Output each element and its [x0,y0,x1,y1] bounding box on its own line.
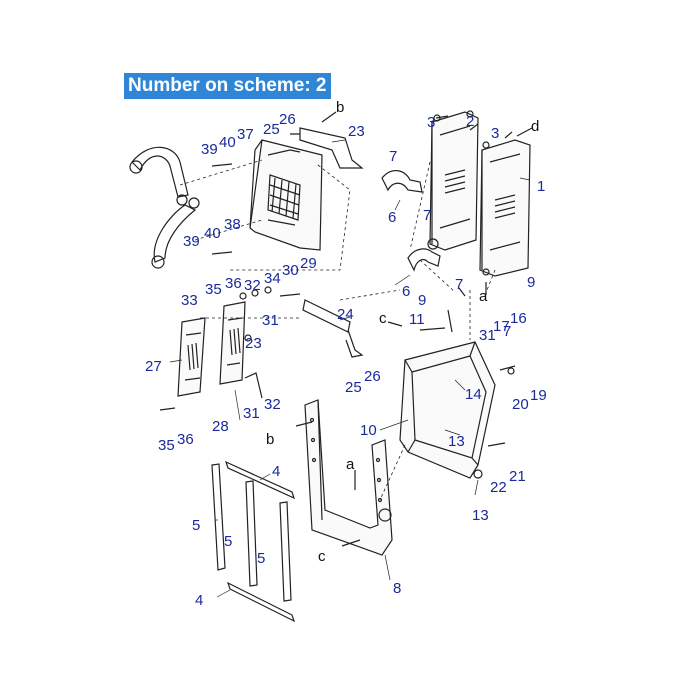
seal-strip-5-c [279,501,292,602]
connector-b: b [336,99,344,116]
callout-3: 3 [491,125,499,142]
callout-4: 4 [195,592,203,609]
callout-7: 7 [423,207,431,224]
callout-28: 28 [212,418,229,435]
callout-2: 2 [466,113,474,130]
callout-21: 21 [509,468,526,485]
callout-17: 17 [493,318,510,335]
bolt-set [159,115,516,479]
callout-22: 22 [490,479,507,496]
connector-c: c [379,310,387,327]
callout-7: 7 [503,323,511,340]
callout-25: 25 [345,379,362,396]
callout-35: 35 [158,437,175,454]
callout-36: 36 [225,275,242,292]
callout-31: 31 [262,312,279,329]
callout-6: 6 [402,283,410,300]
seal-strip-5-a [211,463,226,571]
callout-31: 31 [479,327,496,344]
small-cooler-28 [219,301,246,385]
callout-23: 23 [348,123,365,140]
callout-5: 5 [224,533,232,550]
callout-31: 31 [243,405,260,422]
callout-33: 33 [181,292,198,309]
callout-5: 5 [192,517,200,534]
bracket-23 [299,127,364,169]
left-upper-hose [129,146,189,206]
callout-9: 9 [527,274,535,291]
callout-19: 19 [530,387,547,404]
callout-20: 20 [512,396,529,413]
connector-arrows [295,111,533,547]
callout-7: 7 [389,148,397,165]
callout-3: 3 [427,114,435,131]
callout-29: 29 [300,255,317,272]
shroud-frame-10 [399,341,496,479]
callout-36: 36 [177,431,194,448]
callout-38: 38 [224,216,241,233]
callout-34: 34 [264,270,281,287]
radiator-core-1 [479,139,531,277]
connector-d: d [531,118,539,135]
callout-13: 13 [472,507,489,524]
guide-lines [179,159,496,501]
callout-40: 40 [219,134,236,151]
callout-7: 7 [455,276,463,293]
frame-8 [304,399,393,556]
callout-23: 23 [245,335,262,352]
callout-9: 9 [418,292,426,309]
callout-6: 6 [388,209,396,226]
scheme-number-banner: Number on scheme: 2 [124,73,331,99]
callout-26: 26 [279,111,296,128]
callout-labels: 1 2 3 3 4 4 5 5 5 6 6 7 7 7 7 8 9 9 10 1… [145,111,547,609]
callout-39: 39 [183,233,200,250]
connector-b: b [266,431,274,448]
callout-5: 5 [257,550,265,567]
callout-35: 35 [205,281,222,298]
connector-c: c [318,548,326,565]
callout-8: 8 [393,580,401,597]
callout-24: 24 [337,306,354,323]
left-lower-hose [151,197,200,269]
callout-32: 32 [244,277,261,294]
leader-lines [169,139,531,598]
callout-4: 4 [272,463,280,480]
bracket-24 [302,299,364,358]
cooler-core-2 [429,110,479,251]
seal-strip-4-top [224,460,296,500]
seal-strip-4-bottom [226,581,296,623]
small-cooler-27 [177,317,206,397]
callout-37: 37 [237,126,254,143]
callout-11: 11 [409,311,425,328]
callout-40: 40 [204,225,221,242]
callout-39: 39 [201,141,218,158]
callout-13: 13 [448,433,465,450]
hose-6-lower [407,238,441,272]
callout-27: 27 [145,358,162,375]
callout-26: 26 [364,368,381,385]
callout-25: 25 [263,121,280,138]
callout-16: 16 [510,310,527,327]
callout-32: 32 [264,396,281,413]
callout-14: 14 [465,386,482,403]
connector-a: a [346,456,355,473]
connector-labels: a a b b c c d [266,99,539,565]
hose-6-upper [381,170,423,193]
callout-30: 30 [282,262,299,279]
connector-a: a [479,288,488,305]
main-radiator-assembly [249,139,323,251]
callout-1: 1 [537,178,545,195]
callout-10: 10 [360,422,377,439]
seal-strip-5-b [245,480,258,587]
